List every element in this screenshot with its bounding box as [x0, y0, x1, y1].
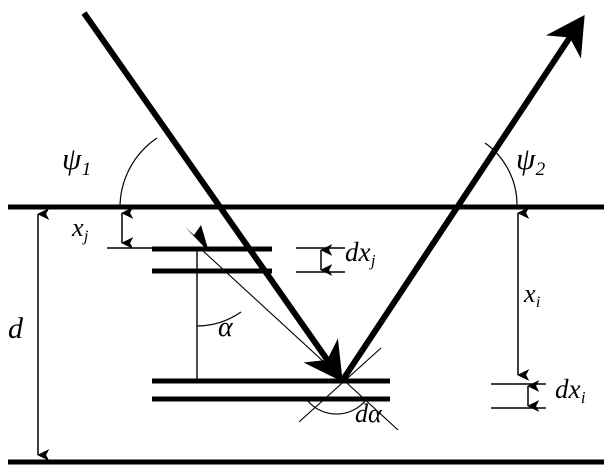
label-psi-1: ψ1 — [62, 143, 91, 179]
label-dx-j: dxj — [345, 239, 375, 270]
label-psi-1-subscript: 1 — [81, 158, 92, 180]
label-dx-i: dxi — [555, 376, 585, 407]
label-x-i-base: x — [524, 279, 536, 308]
label-dx-j-base: dx — [345, 237, 371, 267]
label-x-i-subscript: i — [535, 293, 541, 311]
label-dx-i-subscript: i — [580, 388, 586, 408]
label-dx-i-base: dx — [555, 374, 581, 404]
label-psi-2-base: ψ — [516, 141, 536, 176]
d-alpha-angle-arc — [306, 399, 367, 415]
label-alpha: α — [218, 312, 233, 343]
d-alpha-reflected-ray — [298, 347, 382, 423]
alpha-angle-arc — [196, 311, 242, 327]
label-psi-1-base: ψ — [62, 141, 82, 176]
label-d-alpha: dα — [355, 399, 382, 428]
label-dx-j-subscript: j — [370, 251, 376, 271]
psi-2-angle-arc — [484, 142, 518, 206]
incoming-ray-midpoint-arrowhead — [186, 225, 209, 252]
label-psi-2: ψ2 — [516, 143, 545, 179]
incoming-ray — [81, 11, 343, 382]
label-x-i: xi — [524, 281, 540, 311]
outgoing-ray — [339, 14, 585, 383]
label-x-j: xj — [72, 215, 88, 245]
label-d: d — [8, 312, 23, 345]
label-x-j-base: x — [72, 213, 84, 242]
label-x-j-subscript: j — [83, 227, 89, 245]
psi-1-angle-arc — [119, 137, 158, 208]
label-psi-2-subscript: 2 — [535, 158, 546, 180]
